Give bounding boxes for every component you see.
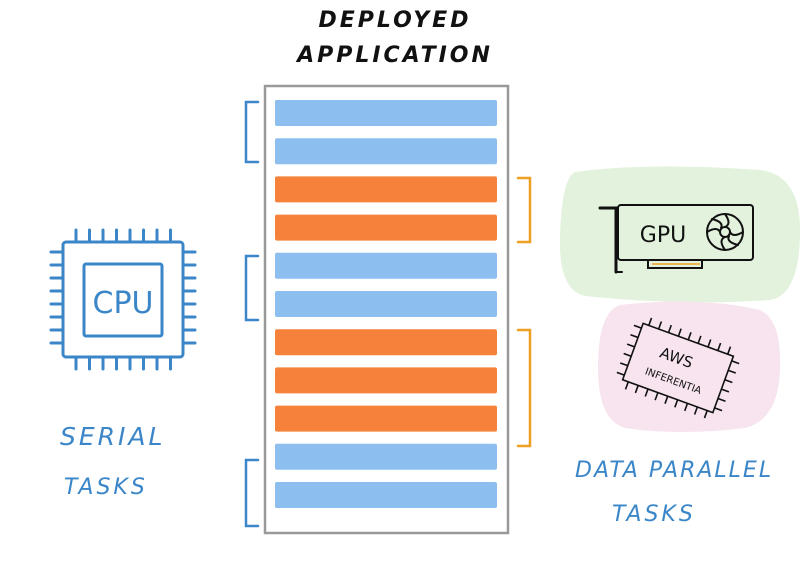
- parallel-brackets: [516, 176, 532, 448]
- serial-bracket-1: [244, 100, 260, 164]
- serial-task-bar: [275, 138, 497, 165]
- parallel-bracket-2: [516, 328, 532, 448]
- serial-task-bar: [275, 252, 497, 279]
- serial-task-bar: [275, 482, 497, 508]
- application-frame: [263, 84, 510, 535]
- parallel-task-bar: [275, 405, 497, 432]
- serial-task-bar: [275, 100, 497, 126]
- gpu-label: GPU: [640, 223, 686, 248]
- inferentia-background: [598, 301, 781, 432]
- parallel-bracket-1: [516, 176, 532, 244]
- parallel-task-bar: [275, 367, 497, 394]
- parallel-task-bar: [275, 176, 497, 203]
- title-line-1: DEPLOYED: [318, 8, 472, 33]
- parallel-label-line-2: TASKS: [612, 502, 696, 527]
- serial-task-bar: [275, 443, 497, 470]
- serial-label-line-1: SERIAL: [60, 422, 166, 451]
- serial-bracket-2: [244, 254, 260, 322]
- gpu-card-icon: [598, 204, 754, 274]
- serial-bracket-3: [244, 458, 260, 528]
- serial-brackets: [244, 100, 260, 528]
- gpu-background: [559, 166, 800, 303]
- parallel-task-bar: [275, 214, 497, 241]
- cpu-chip-icon: [49, 228, 197, 371]
- parallel-task-bar: [275, 329, 497, 356]
- title-line-2: APPLICATION: [297, 43, 493, 68]
- cpu-label: CPU: [93, 286, 154, 321]
- serial-label-line-2: TASKS: [64, 475, 148, 500]
- task-bars: [275, 100, 497, 508]
- parallel-label-line-1: DATA PARALLEL: [575, 458, 774, 483]
- serial-task-bar: [275, 291, 497, 317]
